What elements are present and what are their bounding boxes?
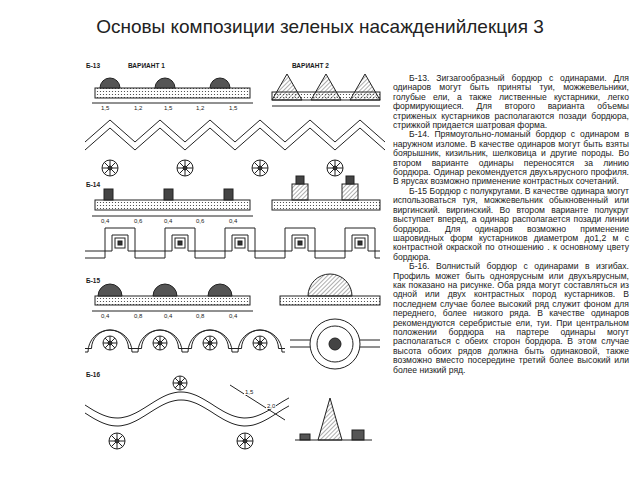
shrub-square-core <box>238 241 242 245</box>
description-paragraph: Б-16. Волнистый бордюр с одинарами в изг… <box>393 262 629 375</box>
shrub-plan <box>203 336 217 350</box>
shrub-plan <box>103 336 117 350</box>
meander-line <box>85 228 380 258</box>
cone-profile <box>272 74 380 106</box>
shrub-center <box>108 341 112 345</box>
wave-plan <box>85 376 289 449</box>
shrub-center <box>158 341 162 345</box>
shrub-plan <box>153 336 167 350</box>
dimension-value: 2,0 <box>266 403 276 409</box>
semicircle-line <box>85 330 285 352</box>
dimension-value: 0,6 <box>133 218 143 224</box>
dimension-line <box>230 385 285 420</box>
description-paragraph: Б-15 Бордюр с полукругами. В качестве од… <box>393 187 629 262</box>
shrub-center <box>258 341 262 345</box>
dimension-value: 1,5 <box>228 105 238 111</box>
figure-label: Б-14 <box>86 182 100 189</box>
border-profile <box>92 274 380 311</box>
shrub-center <box>108 166 112 170</box>
figure-label: Б-15 <box>86 278 100 285</box>
ring-plan <box>290 319 380 369</box>
shrub-plan <box>252 160 268 176</box>
shrub-plan <box>177 160 193 176</box>
dimension-value: 1,5 <box>100 105 110 111</box>
shrub-square-core <box>358 241 362 245</box>
shrub-plan <box>102 160 118 176</box>
zigzag-plan <box>85 120 385 176</box>
shrub-plan <box>173 376 187 390</box>
wave-line <box>85 400 289 426</box>
shrub-plan <box>253 336 267 350</box>
meander-line <box>85 235 380 251</box>
wave-line <box>85 392 289 418</box>
dimension-value: 0,8 <box>133 313 143 319</box>
border-profile <box>92 78 253 103</box>
shrub-square <box>115 238 125 248</box>
dimension-value: 1,2 <box>195 105 205 111</box>
shrub-center <box>333 166 337 170</box>
dimension-value: 0,4 <box>100 218 110 224</box>
shrub-square-core <box>298 241 302 245</box>
dimension-value: 1,2 <box>133 105 143 111</box>
shrub-center <box>115 439 119 443</box>
description-paragraph: Б-14. Прямоугольно-ломаный бордюр с один… <box>393 130 629 186</box>
dimension-value: 0,6 <box>195 218 205 224</box>
zigzag-line <box>85 120 385 142</box>
shrub-plan <box>327 160 343 176</box>
shrub-square <box>175 238 185 248</box>
dimension-value: 0,4 <box>228 313 238 319</box>
shrub-square-core <box>178 241 182 245</box>
shrub-square-core <box>118 241 122 245</box>
shrub-square <box>295 238 305 248</box>
description-paragraph: Б-13. Зигзагообразный бордюр с одинарами… <box>393 74 629 130</box>
meander-plan <box>85 228 380 258</box>
shrub-center <box>178 381 182 385</box>
slide-title: Основы композиции зеленых насажденийлекц… <box>0 16 640 38</box>
dimension-value: 1,5 <box>244 389 254 395</box>
dimension-value: 0,8 <box>195 313 205 319</box>
border-profile <box>92 176 380 216</box>
shrub-center <box>183 166 187 170</box>
shrub-center <box>258 166 262 170</box>
figure-label: Б-16 <box>86 372 100 379</box>
figure-label: Б-13 <box>86 63 100 70</box>
dimension-value: 0,4 <box>228 218 238 224</box>
zigzag-line <box>85 128 385 150</box>
text-column: Б-13. Зигзагообразный бордюр с одинарами… <box>393 74 629 375</box>
figure-label: ВАРИАНТ 2 <box>292 63 329 70</box>
dimension-value: 1,5 <box>163 105 173 111</box>
dimension-value: 0,4 <box>163 313 173 319</box>
shrub-center <box>208 341 212 345</box>
semicircle-plan <box>85 330 285 352</box>
shrub-square <box>355 238 365 248</box>
shrub-plan <box>237 433 253 449</box>
shrub-center <box>243 439 247 443</box>
shrub-plan <box>109 433 125 449</box>
dimension-value: 0,4 <box>100 313 110 319</box>
figure-label: ВАРИАНТ 1 <box>128 63 165 70</box>
shrub-square <box>235 238 245 248</box>
cone-elevation <box>295 398 372 440</box>
dimension-value: 0,4 <box>163 218 173 224</box>
